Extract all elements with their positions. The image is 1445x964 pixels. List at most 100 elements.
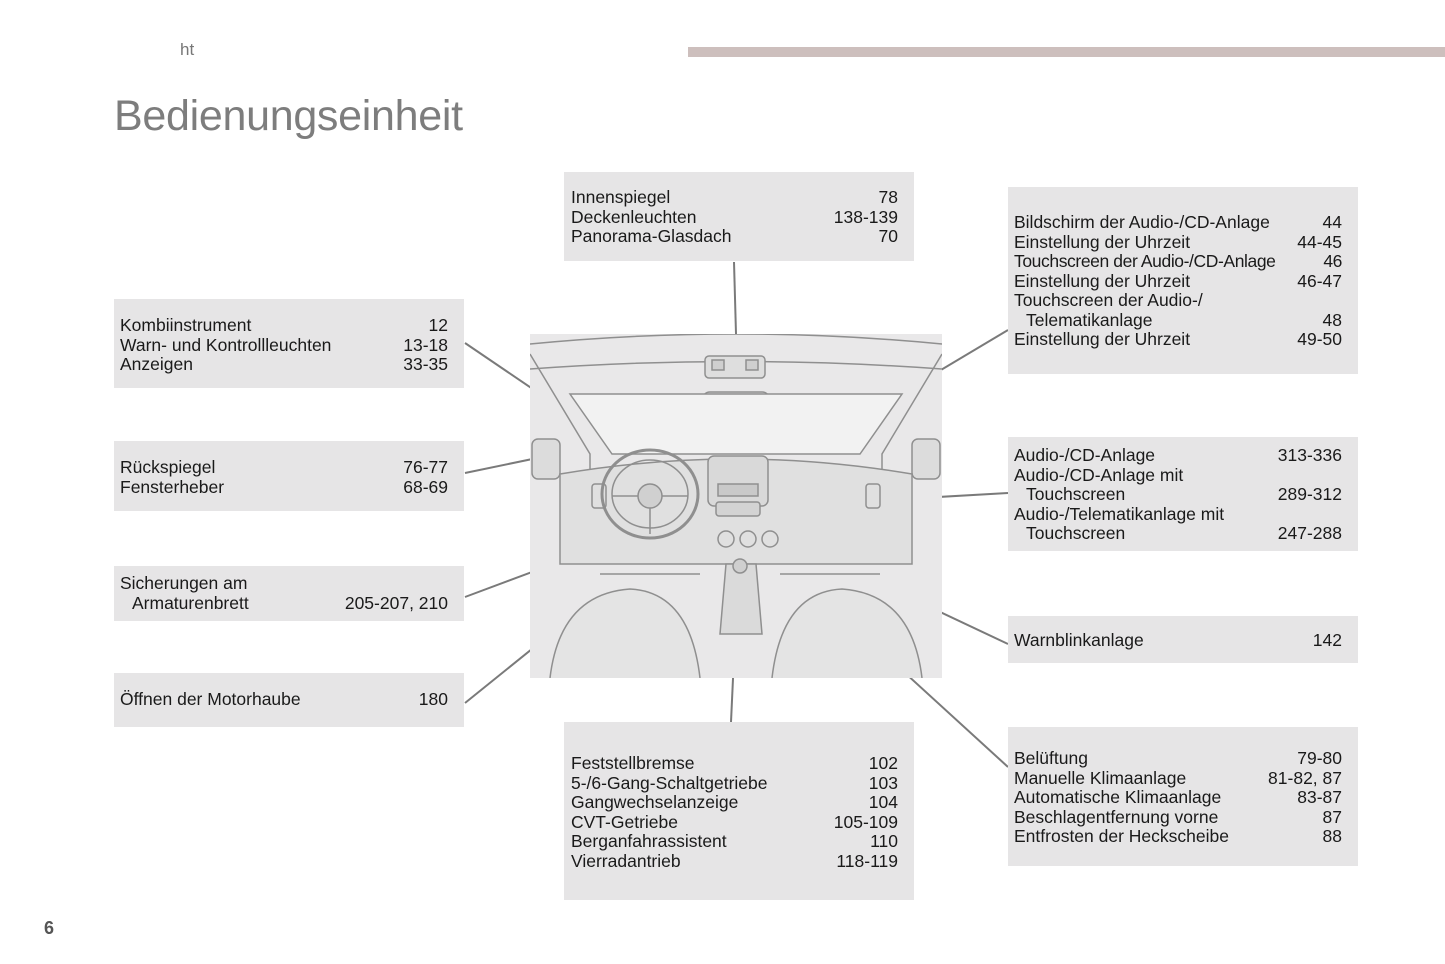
entry-page: 76-77 xyxy=(403,457,448,477)
entry-row: Sicherungen am xyxy=(120,573,448,594)
entry-page: 44-45 xyxy=(1297,231,1342,252)
entry-label: Warn- und Kontrollleuchten xyxy=(120,334,332,355)
entry-label: Fensterheber xyxy=(120,476,225,497)
entry-label: Manuelle Klimaanlage xyxy=(1014,767,1187,788)
entry-row: Gangwechselanzeige 104 xyxy=(571,792,898,813)
entry-page: 88 xyxy=(1322,826,1342,846)
entry-row: Deckenleuchten 138-139 xyxy=(571,206,898,228)
entry-page: 68-69 xyxy=(403,476,448,497)
entry-page: 103 xyxy=(868,772,898,793)
entry-page: 247-288 xyxy=(1277,523,1342,543)
entry-page: 12 xyxy=(428,315,448,335)
entry-label: Innenspiegel xyxy=(571,187,671,207)
entry-page: 70 xyxy=(878,226,898,246)
entry-row: Vierradantrieb 118-119 xyxy=(571,850,898,872)
callout-box-instrument: Kombiinstrument 12 Warn- und Kontrollleuc… xyxy=(114,299,464,388)
entry-page: 313-336 xyxy=(1277,445,1342,465)
entry-row: Öffnen der Motorhaube 180 xyxy=(120,689,448,710)
entry-page: 81-82, 87 xyxy=(1268,767,1342,788)
entry-label: Telematikanlage xyxy=(1026,309,1153,330)
callout-box-bonnet: Öffnen der Motorhaube 180 xyxy=(114,673,464,727)
entry-label: Gangwechselanzeige xyxy=(571,792,739,812)
entry-row: Audio-/CD-Anlage mit xyxy=(1014,464,1342,486)
entry-row: Berganfahrassistent 110 xyxy=(571,831,898,852)
entry-page: 205-207, 210 xyxy=(344,592,448,613)
entry-label: Audio-/CD-Anlage xyxy=(1014,445,1156,465)
entry-row: Einstellung der Uhrzeit 49-50 xyxy=(1014,329,1342,350)
dashboard-illustration xyxy=(530,334,942,678)
entry-page: 118-119 xyxy=(836,850,898,871)
entry-label: Berganfahrassistent xyxy=(571,831,727,851)
entry-label: Touchscreen xyxy=(1026,484,1126,504)
entry-label: Sicherungen am xyxy=(120,573,248,593)
entry-page: 79-80 xyxy=(1297,748,1342,768)
entry-page: 33-35 xyxy=(403,354,448,374)
entry-page: 102 xyxy=(868,753,898,773)
entry-row: Warn- und Kontrollleuchten 13-18 xyxy=(120,334,448,356)
entry-page: 110 xyxy=(870,831,898,851)
entry-row: Audio-/CD-Anlage 313-336 xyxy=(1014,445,1342,466)
entry-page: 13-18 xyxy=(403,334,448,355)
entry-page: 87 xyxy=(1322,806,1342,827)
entry-label: Audio-/Telematikanlage mit xyxy=(1014,503,1225,524)
entry-page: 104 xyxy=(868,792,898,812)
entry-page: 138-139 xyxy=(833,206,898,227)
entry-label: Deckenleuchten xyxy=(571,206,697,227)
entry-row: Armaturenbrett 205-207, 210 xyxy=(120,592,448,614)
entry-row: Innenspiegel 78 xyxy=(571,187,898,208)
entry-row: Feststellbremse 102 xyxy=(571,753,898,774)
entry-label: CVT-Getriebe xyxy=(571,811,678,832)
entry-label: Öffnen der Motorhaube xyxy=(120,689,301,709)
entry-label: Touchscreen xyxy=(1026,523,1126,543)
entry-row: Fensterheber 68-69 xyxy=(120,476,448,498)
entry-label: Einstellung der Uhrzeit xyxy=(1014,270,1191,291)
entry-row: Audio-/Telematikanlage mit xyxy=(1014,503,1342,525)
entry-label: Bildschirm der Audio-/CD-Anlage xyxy=(1014,212,1270,232)
callout-box-mirror: Innenspiegel 78 Deckenleuchten 138-139 Pan… xyxy=(564,172,914,261)
entry-page: 46-47 xyxy=(1297,270,1342,291)
entry-page: 83-87 xyxy=(1297,787,1342,807)
entry-page: 105-109 xyxy=(833,811,898,832)
entry-label: Panorama-Glasdach xyxy=(571,226,732,246)
entry-label: Anzeigen xyxy=(120,354,193,374)
header-tag: ht xyxy=(180,40,195,59)
entry-row: Panorama-Glasdach 70 xyxy=(571,226,898,247)
entry-row: CVT-Getriebe 105-109 xyxy=(571,811,898,833)
entry-label: Feststellbremse xyxy=(571,753,695,773)
entry-label: Vierradantrieb xyxy=(571,850,681,871)
entry-page: 49-50 xyxy=(1297,329,1342,349)
entry-label: Touchscreen der Audio-/ xyxy=(1014,290,1203,310)
callout-box-fuses: Sicherungen am Armaturenbrett 205-207, 21… xyxy=(114,566,464,621)
dashboard-drawing xyxy=(530,334,942,678)
entry-row: Kombiinstrument 12 xyxy=(120,315,448,336)
entry-label: Warnblinkanlage xyxy=(1014,630,1144,650)
entry-page: 180 xyxy=(418,689,448,709)
entry-row: Anzeigen 33-35 xyxy=(120,354,448,375)
entry-label: Kombiinstrument xyxy=(120,315,252,335)
entry-label: Armaturenbrett xyxy=(132,592,249,613)
entry-row: Touchscreen 247-288 xyxy=(1014,523,1342,544)
entry-label: Einstellung der Uhrzeit xyxy=(1014,329,1191,349)
entry-label: Audio-/CD-Anlage mit xyxy=(1014,464,1184,485)
entry-page: 78 xyxy=(878,187,898,207)
entry-label: Touchscreen der Audio-/CD-Anlage xyxy=(1014,251,1276,271)
entry-row: Automatische Klimaanlage 83-87 xyxy=(1014,787,1342,808)
page-number: 6 xyxy=(44,918,55,938)
entry-row: Einstellung der Uhrzeit 46-47 xyxy=(1014,270,1342,292)
entry-label: Automatische Klimaanlage xyxy=(1014,787,1222,807)
